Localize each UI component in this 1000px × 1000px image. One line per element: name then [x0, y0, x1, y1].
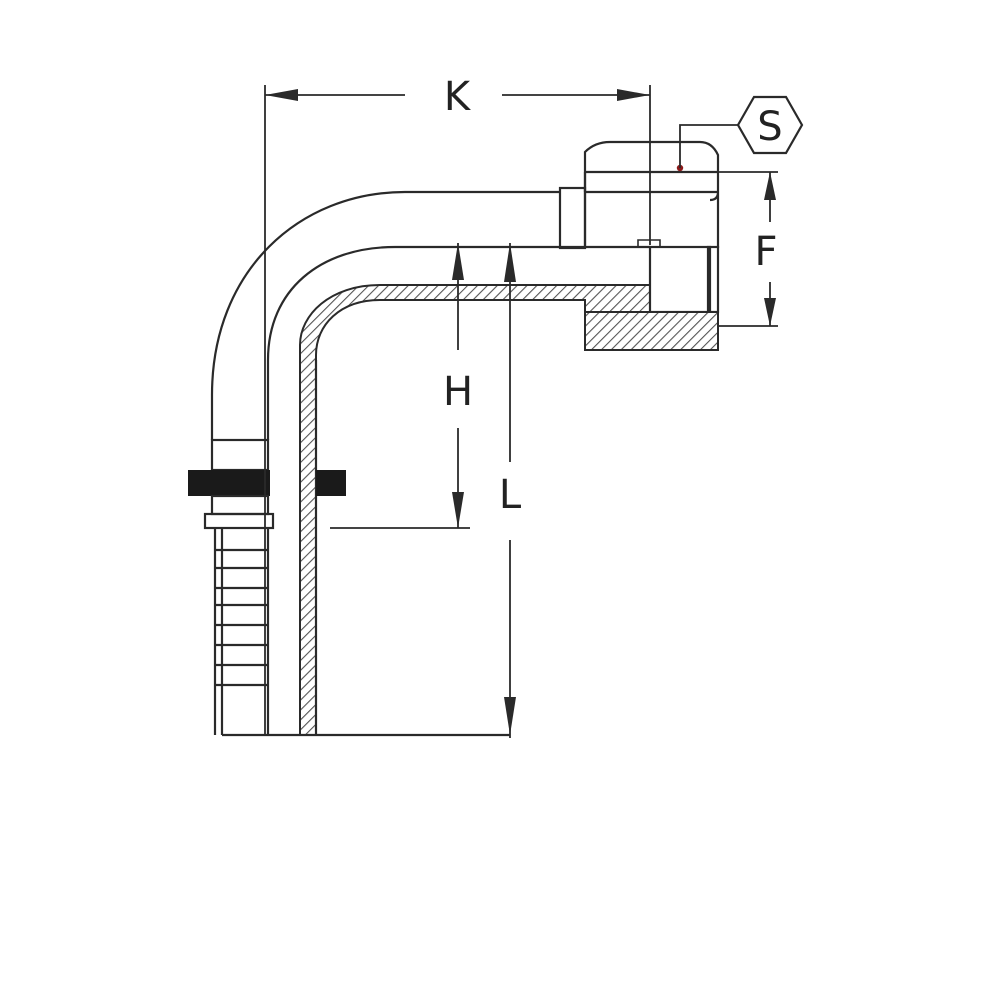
elbow-hatched-wall — [299, 284, 651, 736]
dimension-s: S — [679, 95, 804, 168]
h-arrow-top — [452, 243, 464, 280]
nut-section — [584, 311, 719, 351]
elbow-outer-edge — [210, 190, 560, 440]
collar-left — [188, 470, 270, 496]
k-arrow-right — [617, 89, 650, 101]
hose-tail — [188, 438, 510, 737]
l-arrow-top — [504, 243, 516, 282]
nut-clip — [637, 239, 661, 247]
dimension-h: H — [330, 243, 473, 529]
nut-shoulder — [558, 186, 587, 250]
f-arrow-bottom — [764, 298, 776, 326]
s-label: S — [757, 104, 782, 150]
collar-right — [316, 470, 346, 496]
nut-top — [583, 140, 720, 192]
tail-segment-2 — [210, 494, 270, 516]
f-arrow-top — [764, 172, 776, 200]
dimension-k: K — [264, 74, 651, 735]
nut — [558, 140, 720, 351]
tail-segment-1 — [210, 438, 270, 472]
dimension-l: L — [499, 243, 522, 738]
elbow-body — [210, 190, 651, 736]
k-arrow-left — [265, 89, 298, 101]
tail-ring — [203, 512, 275, 530]
dimension-f: F — [718, 171, 778, 327]
k-label: K — [444, 74, 472, 120]
tail-barbs — [213, 528, 270, 735]
s-hex-callout — [736, 95, 804, 155]
nut-body — [583, 172, 720, 248]
f-label: F — [754, 229, 777, 275]
s-leader — [679, 124, 738, 168]
elbow-inner-edge — [266, 245, 650, 440]
l-label: L — [499, 472, 522, 518]
sealing-face — [648, 245, 712, 314]
h-label: H — [443, 369, 473, 415]
l-arrow-bottom — [504, 697, 516, 735]
h-arrow-bottom — [452, 492, 464, 528]
